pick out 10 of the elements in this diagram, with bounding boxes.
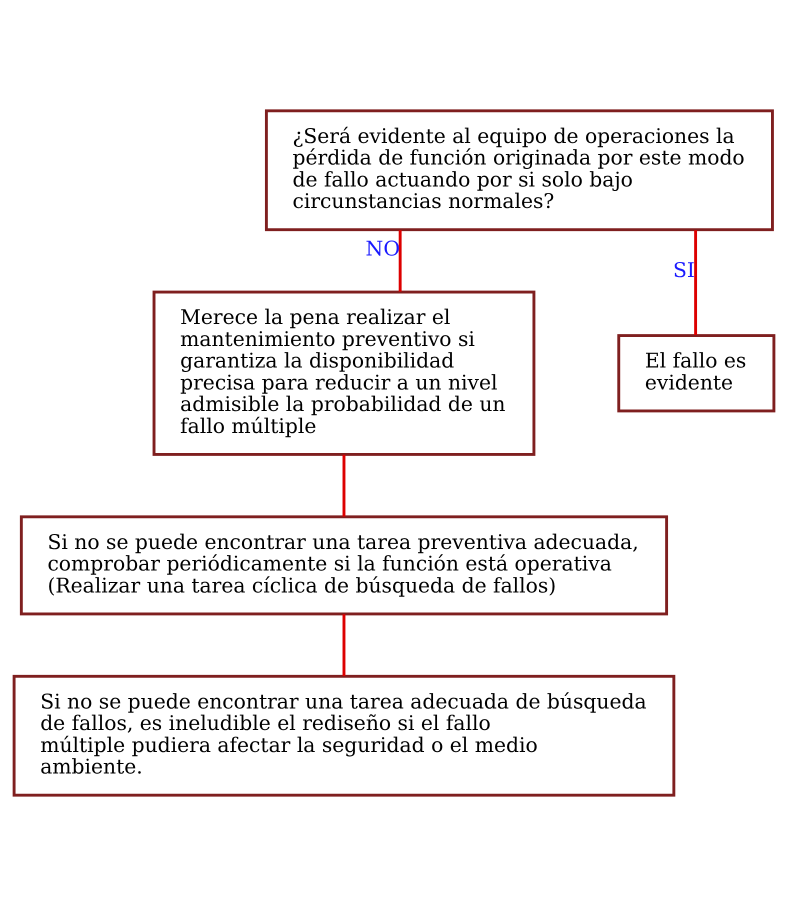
- connector: [342, 614, 346, 676]
- node-box: Merece la pena realizar el mantenimiento preventivo si garantiza la disponibilidad precisa para reducir a un nivel admisible la probabilidad de un fallo múltiple: [152, 290, 536, 456]
- connector: [342, 454, 346, 516]
- node-box: El fallo es evidente: [617, 334, 776, 412]
- node-box: ¿Será evidente al equipo de operaciones la pérdida de función originada por este modo de fallo actuando por si solo bajo circunstancias normales?: [264, 108, 774, 231]
- edge-label: SI: [673, 258, 695, 282]
- node-box: Si no se puede encontrar una tarea adecuada de búsqueda de fallos, es ineludible el rediseño si el fallo múltiple pudiera afectar la seguridad o el medio ambiente.: [12, 674, 676, 796]
- connector: [694, 230, 698, 334]
- connector: [398, 230, 402, 292]
- node-box: Si no se puede encontrar una tarea preventiva adecuada, comprobar periódicamente si la función está operativa (Realizar una tarea cíclica de búsqueda de fallos): [20, 514, 668, 615]
